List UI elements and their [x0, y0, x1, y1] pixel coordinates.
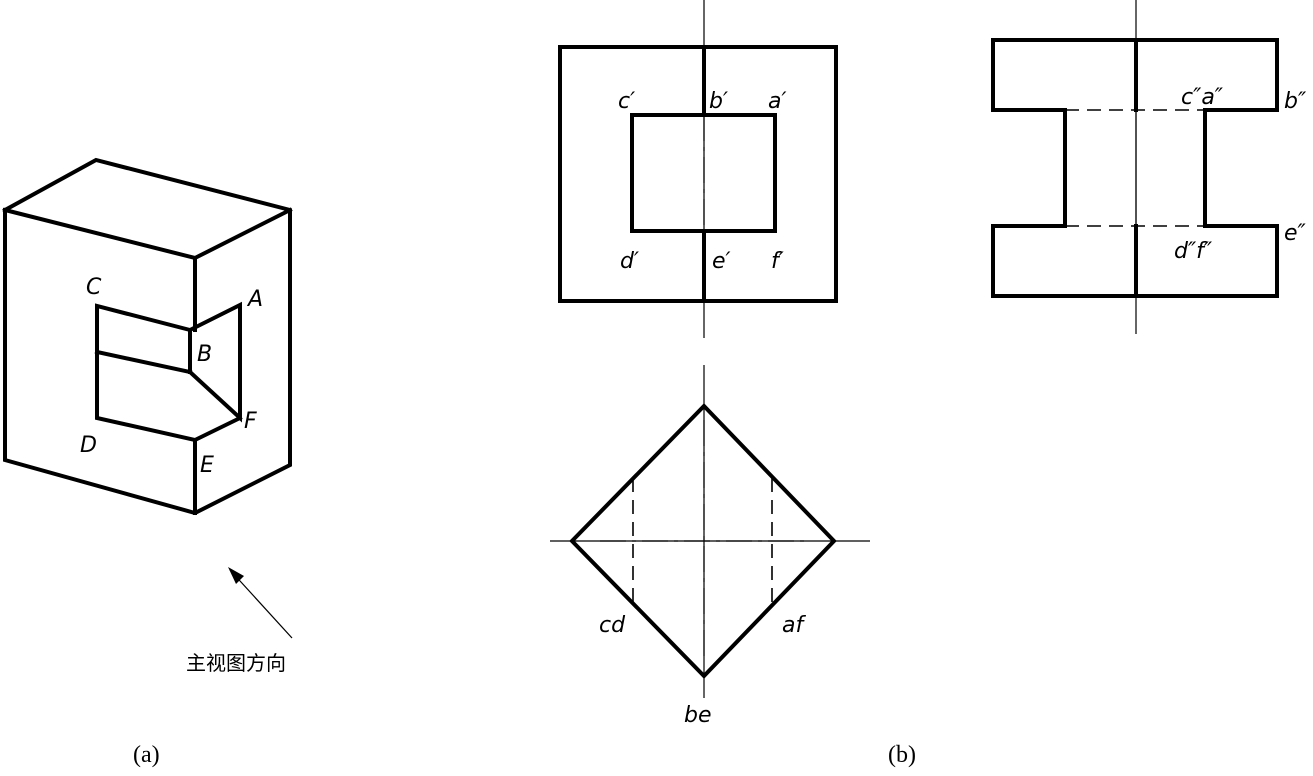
iso-label-A: A: [246, 287, 263, 312]
front-label-c: c′: [618, 89, 635, 114]
iso-label-D: D: [80, 433, 97, 458]
caption-b: (b): [888, 742, 916, 768]
side-view: c″a″ b″ d″f″ e″: [991, 0, 1307, 334]
front-outer-rect: [558, 45, 838, 303]
isometric-drawing: C A B F D E 主视图方向 (a): [2, 157, 293, 768]
front-label-e: e′: [712, 249, 731, 274]
iso-outline: [2, 157, 292, 516]
iso-notch-mid: [94, 349, 193, 375]
iso-notch-face-A: [187, 301, 242, 423]
front-view: c′ b′ a′ d′ e′ f′: [558, 0, 838, 338]
iso-label-C: C: [86, 275, 102, 300]
top-diamond: [569, 403, 837, 679]
side-label-df: d″f″: [1174, 239, 1213, 264]
side-label-b: b″: [1284, 89, 1307, 114]
front-label-d: d′: [620, 249, 639, 274]
iso-label-E: E: [200, 453, 214, 478]
caption-a: (a): [133, 742, 160, 768]
iso-top-front-edge: [2, 207, 198, 261]
top-view: cd af be: [550, 365, 870, 728]
front-label-b: b′: [709, 89, 728, 114]
view-direction-note: 主视图方向: [186, 651, 286, 675]
side-label-ca: c″a″: [1181, 85, 1224, 110]
front-label-a: a′: [768, 89, 786, 114]
iso-top-right-edge: [192, 207, 293, 261]
top-label-af: af: [782, 613, 806, 638]
iso-label-F: F: [244, 409, 257, 434]
top-label-be: be: [684, 703, 712, 728]
top-label-cd: cd: [599, 613, 626, 638]
iso-notch-left: [95, 303, 198, 443]
iso-label-B: B: [197, 342, 212, 367]
view-direction-arrow: [228, 567, 293, 639]
front-label-f: f′: [771, 249, 784, 274]
iso-notch-bottom-right: [192, 415, 243, 443]
side-label-e: e″: [1284, 221, 1307, 246]
